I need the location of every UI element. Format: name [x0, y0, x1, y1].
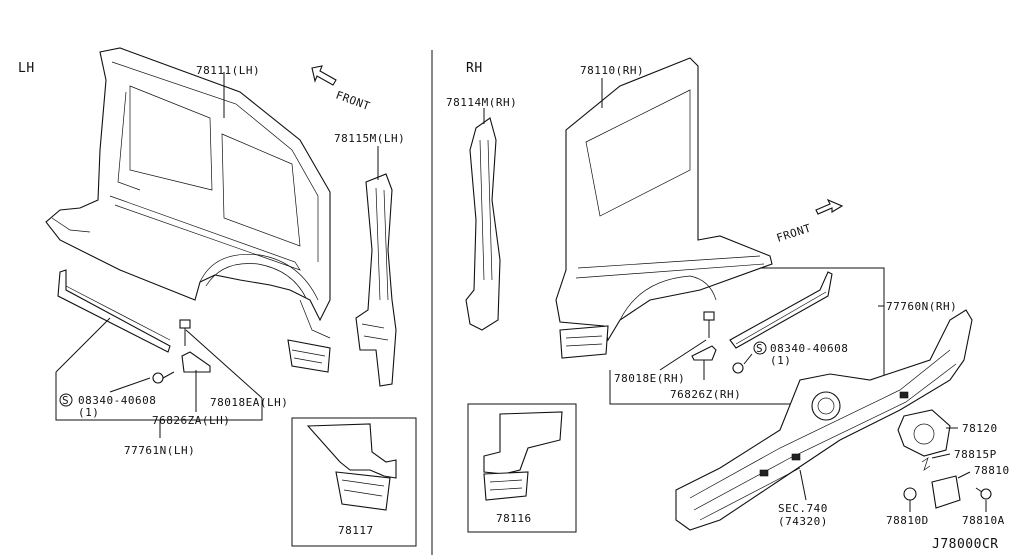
lh-outer-panel-drawing: [45, 47, 331, 373]
leader-sec740: [799, 469, 807, 501]
rh-spring-label: 78815P: [954, 448, 997, 461]
lh-filler-label: 78018EA(LH): [210, 396, 288, 409]
rh-sill-label: 77760N(RH): [886, 300, 957, 313]
lh-sill-drawing: [57, 269, 171, 353]
rh-inset-drawing: [483, 411, 563, 501]
rh-side-label: RH: [466, 61, 483, 76]
leader-78018ea: [185, 329, 263, 399]
rh-lid-screw-icon: [975, 487, 992, 500]
rh-screw-icon: [732, 362, 744, 374]
rh-lid-drawing: [931, 475, 961, 509]
rh-inner-structure-drawing: [675, 309, 973, 531]
rh-sill-drawing: [729, 271, 833, 349]
rh-bumper-label: 78810D: [886, 514, 929, 527]
rh-screw-code: 08340-40608: [770, 342, 848, 355]
lh-screw-qty: (1): [78, 406, 99, 419]
rh-lid-housing-label: 78120: [962, 422, 998, 435]
lh-front-label: FRONT: [334, 89, 372, 113]
rh-section-sub: (74320): [778, 515, 828, 528]
rh-outer-panel-label: 78110(RH): [580, 64, 644, 77]
rh-lid-housing-drawing: [897, 409, 951, 457]
rh-outer-panel-drawing: [555, 57, 773, 359]
diagram-code: J78000CR: [932, 537, 999, 552]
rh-screw-qty: (1): [770, 354, 791, 367]
lh-inset-drawing: [306, 423, 397, 511]
front-arrow-icon-left: [311, 65, 337, 86]
rh-bumper-icon: [903, 487, 917, 501]
lh-inset-frame: [291, 417, 417, 547]
lh-bolt-icon: [179, 319, 191, 346]
rh-inset-label: 78116: [496, 512, 532, 525]
rh-section-ref: SEC.740: [778, 502, 828, 515]
rh-bolt-icon: [703, 311, 715, 338]
rh-screw-mark-icon: [753, 341, 767, 355]
rh-pillar-drawing: [465, 117, 501, 331]
lh-screw-mark: S: [62, 394, 69, 407]
lh-screw-code: 08340-40608: [78, 394, 156, 407]
lh-screw-icon: [152, 371, 175, 384]
rh-inset-frame: [467, 403, 577, 533]
rh-bracket-label: 76826Z(RH): [670, 388, 741, 401]
rh-lid-label: 78810: [974, 464, 1010, 477]
lh-sill-label: 77761N(LH): [124, 444, 195, 457]
rh-spring-icon: [921, 457, 931, 471]
leader-screw-right: [743, 353, 753, 365]
rh-pillar-label: 78114M(RH): [446, 96, 517, 109]
rh-bracket-drawing: [691, 345, 717, 361]
lh-screw-mark-icon: [59, 393, 73, 407]
lh-bracket-drawing: [181, 351, 211, 373]
lh-inset-label: 78117: [338, 524, 374, 537]
lh-pillar-label: 78115M(LH): [334, 132, 405, 145]
front-arrow-icon-right: [815, 198, 844, 215]
rh-front-label: FRONT: [775, 221, 813, 244]
rh-lid-screw-label: 78810A: [962, 514, 1005, 527]
lh-pillar-drawing: [355, 173, 397, 387]
leader-78018e: [659, 339, 707, 371]
leader-sill-left: [55, 317, 111, 373]
lh-bracket-label: 76826ZA(LH): [152, 414, 230, 427]
rh-filler-label: 78018E(RH): [614, 372, 685, 385]
leader-78810: [957, 471, 971, 479]
rh-screw-mark: S: [756, 342, 763, 355]
lh-assy-bracket-line: [55, 372, 263, 421]
leader-screw-left: [109, 377, 151, 393]
leader-78815p: [931, 453, 951, 459]
lh-side-label: LH: [18, 61, 35, 76]
lh-outer-panel-label: 78111(LH): [196, 64, 260, 77]
